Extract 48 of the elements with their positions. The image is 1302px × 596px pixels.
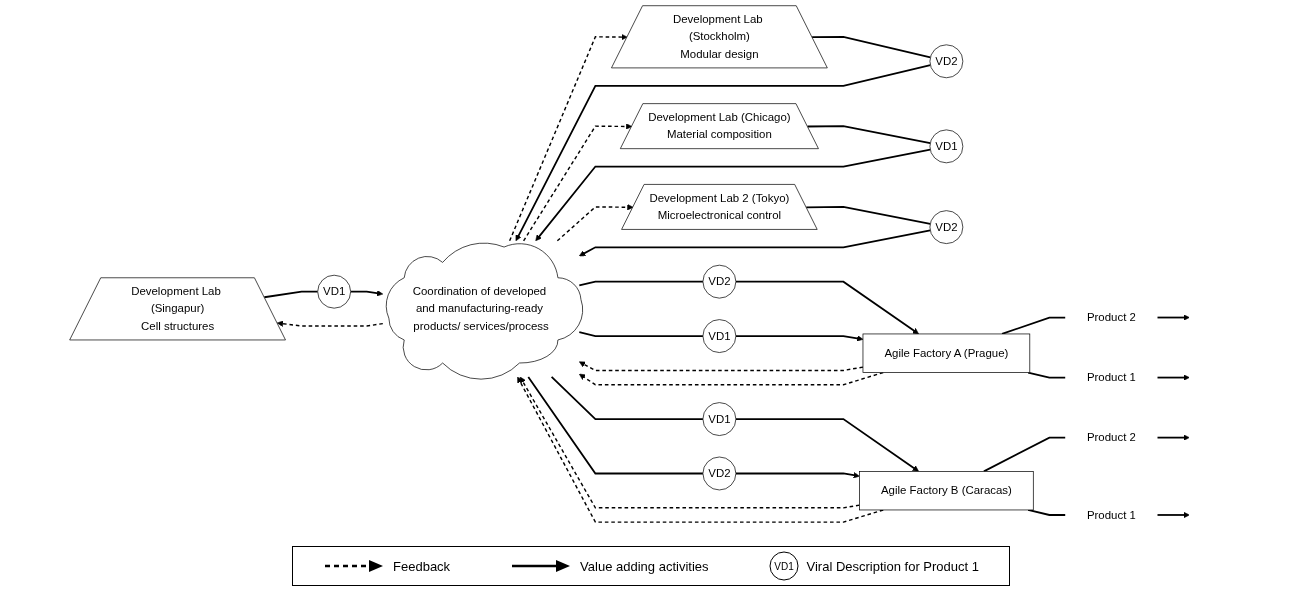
connector [550,376,704,420]
connector [982,436,1067,473]
arrow [579,229,932,257]
connector [578,280,704,287]
arrow [517,376,884,523]
arrow [1156,434,1190,441]
arrow [579,371,884,386]
arrow [735,472,860,479]
arrow [515,64,932,242]
arrow [556,204,634,242]
legend-text: Feedback [393,558,451,574]
arrow [735,335,864,342]
node-circle: VD1 [702,402,737,436]
arrow [522,123,633,242]
node-circle: VD1 [929,129,964,164]
node-circle: VD1 [702,319,737,353]
arrow [276,320,384,327]
arrow [349,290,384,297]
node-circle: VD2 [702,456,737,491]
connector [805,206,932,225]
arrow [535,148,932,242]
connector [1027,371,1067,379]
arrow [735,418,919,472]
connector [527,376,704,475]
connector [806,125,932,145]
arrow [579,361,864,372]
legend-text: Viral Description for Product 1 [806,558,979,574]
arrow [519,376,861,509]
node-text: Product 1 [1086,371,1136,384]
node-box: Agile Factory B (Caracas) [859,471,1034,511]
connector [811,35,932,59]
node-circle: VD2 [929,210,964,244]
node-box: Agile Factory A (Prague) [862,333,1031,373]
node-text: Product 2 [1086,311,1136,324]
arrow [1156,511,1190,519]
node-text: Product 1 [1086,508,1136,521]
legend-text: Value adding activities [580,558,709,574]
arrow [508,33,628,242]
node-circle: VD1 [317,274,351,309]
arrow [1156,374,1190,381]
node-circle: VD2 [702,264,737,299]
arrow [735,280,919,335]
node-text: Product 2 [1086,431,1136,444]
connector [263,290,319,299]
arrow [1156,314,1190,321]
connector [578,331,704,337]
node-circle: VD2 [929,44,964,79]
circle-sample: VD1 [768,551,799,581]
